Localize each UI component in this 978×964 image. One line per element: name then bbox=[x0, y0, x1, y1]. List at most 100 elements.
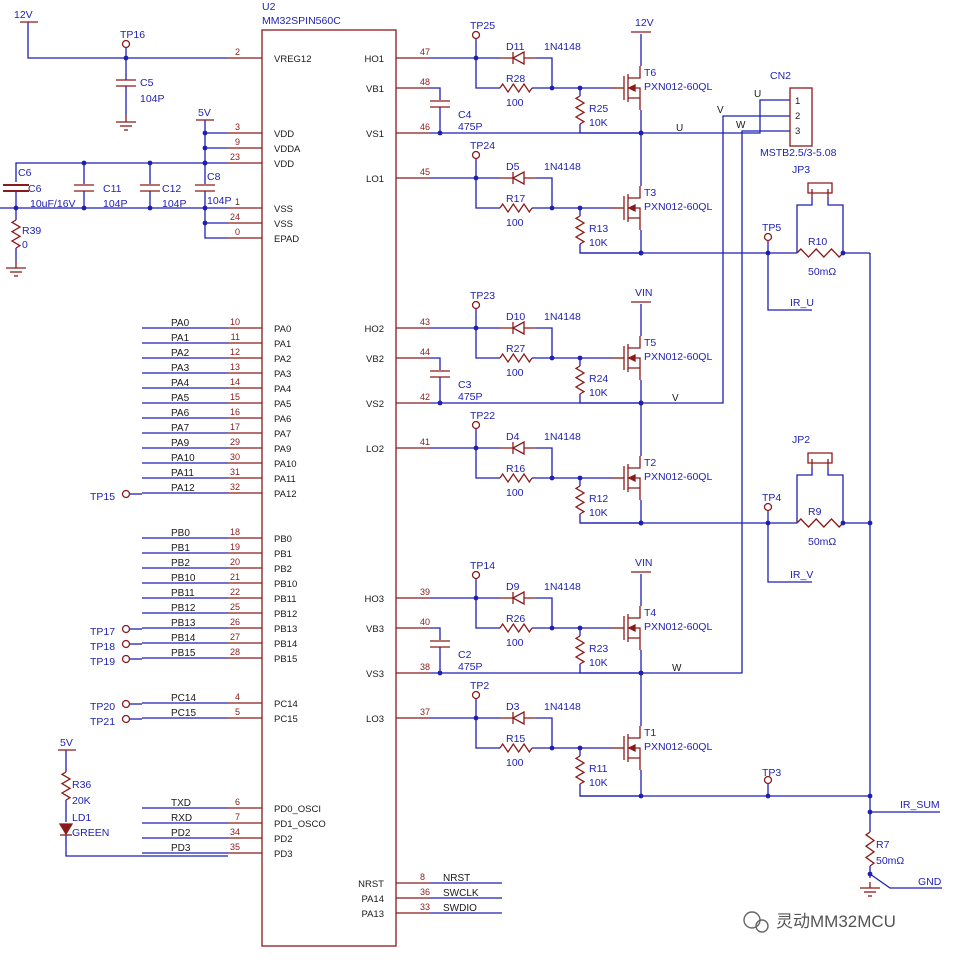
ld1-ref-label: LD1 bbox=[72, 812, 91, 824]
led-5v-label: 5V bbox=[60, 737, 73, 749]
tp15-label: TP15 bbox=[90, 491, 115, 503]
junction-dot bbox=[81, 160, 87, 166]
net-label-pb12: PB12 bbox=[171, 603, 196, 614]
c11-capacitor bbox=[74, 184, 94, 192]
stage-tp-label: TP22 bbox=[470, 410, 495, 422]
components bbox=[3, 21, 880, 947]
stage-diode-ref: D4 bbox=[506, 431, 520, 443]
diode-right-wire bbox=[536, 717, 553, 748]
stage-pulldown-resistor bbox=[574, 215, 586, 245]
stage-tp-label: TP23 bbox=[470, 290, 495, 302]
ic-pin-name: PA3 bbox=[274, 369, 291, 380]
junction-dot bbox=[577, 85, 583, 91]
ic-pin-number: 22 bbox=[230, 587, 240, 597]
junction-dot bbox=[549, 745, 555, 751]
v-phase-jumper-label: JP2 bbox=[792, 434, 810, 446]
stage-mosfet-arrow bbox=[627, 473, 636, 483]
stage-test-point bbox=[471, 420, 481, 430]
ic-pin-number: 27 bbox=[230, 632, 240, 642]
watermark-text: 灵动MM32MCU bbox=[776, 912, 896, 931]
ic-part-label: MM32SPIN560C bbox=[262, 15, 341, 27]
ic-pin-number: 9 bbox=[235, 137, 240, 147]
stage-mosfet-value: PXN012-60QL bbox=[644, 201, 712, 213]
phase-v-label: V bbox=[672, 393, 679, 404]
stage-tp-label: TP25 bbox=[470, 20, 495, 32]
stage-pulldown-resistor-body bbox=[574, 755, 586, 785]
net-label-pd2: PD2 bbox=[171, 828, 191, 839]
bootstrap-wire bbox=[430, 87, 441, 100]
ic-pin-number: 26 bbox=[230, 617, 240, 627]
ic-pin-name: NRST bbox=[358, 879, 384, 890]
stage-mosfet bbox=[612, 726, 641, 770]
junction-dot bbox=[549, 475, 555, 481]
ic-body-u2 bbox=[261, 29, 397, 947]
r7-value-label: 50mΩ bbox=[876, 855, 904, 867]
stage-gate-resistor bbox=[499, 202, 533, 214]
ic-pin-number: 46 bbox=[420, 122, 430, 132]
ic-pin-name: PD1_OSCO bbox=[274, 819, 326, 830]
r36-value-label: 20K bbox=[72, 795, 91, 807]
c11-ref-label: C11 bbox=[103, 183, 122, 195]
tp3-label: TP3 bbox=[762, 767, 781, 779]
res-left-wire bbox=[475, 718, 500, 749]
ic-pin-name: LO3 bbox=[366, 714, 384, 725]
tp19-label: TP19 bbox=[90, 656, 115, 668]
stage-res-ref: R28 bbox=[506, 73, 525, 85]
stage-diode-ref: D11 bbox=[506, 41, 525, 53]
ic-pin-name: PD3 bbox=[274, 849, 292, 860]
ic-pin-number: 3 bbox=[235, 122, 240, 132]
tp20-point bbox=[121, 699, 131, 709]
ic-pin-name: PA10 bbox=[274, 459, 297, 470]
stage-diode bbox=[500, 590, 536, 606]
ic-pin-name: VB2 bbox=[366, 354, 384, 365]
ic-pin-name: HO3 bbox=[364, 594, 384, 605]
ic-pin-number: 34 bbox=[230, 827, 240, 837]
stage-pulldown-ref: R24 bbox=[589, 373, 608, 385]
net-label-rxd: RXD bbox=[171, 813, 192, 824]
junction-dot bbox=[549, 85, 555, 91]
ic-pin-name: PA14 bbox=[361, 894, 384, 905]
ic-pin-name: VSS bbox=[274, 219, 293, 230]
stage-res-ref: R16 bbox=[506, 463, 525, 475]
phase-w-conn-label: W bbox=[736, 120, 746, 131]
r36-resistor bbox=[60, 771, 72, 801]
ic-pin-number: 44 bbox=[420, 347, 430, 357]
ld1-value-label: GREEN bbox=[72, 827, 109, 839]
stage-pulldown-ref: R13 bbox=[589, 223, 608, 235]
ic-pin-name: PA6 bbox=[274, 414, 291, 425]
net-label-pa5: PA5 bbox=[171, 393, 190, 404]
stage-pulldown-resistor-body bbox=[574, 215, 586, 245]
stage-gate-resistor-body bbox=[499, 742, 533, 754]
ic-pin-name: PB14 bbox=[274, 639, 297, 650]
ic-pin-name: LO1 bbox=[366, 174, 384, 185]
stage-pulldown-ref: R25 bbox=[589, 103, 608, 115]
junction-dot bbox=[840, 250, 846, 256]
net-label-pa9: PA9 bbox=[171, 438, 190, 449]
phase-w-wire bbox=[641, 130, 790, 674]
ic-pin-number: 20 bbox=[230, 557, 240, 567]
phase-u-conn-label: U bbox=[754, 89, 761, 100]
res-left-wire bbox=[475, 448, 500, 479]
ic-pin-number: 38 bbox=[420, 662, 430, 672]
ic-pin-number: 10 bbox=[230, 317, 240, 327]
stage-diode-ref: D3 bbox=[506, 701, 520, 713]
u-phase-jumper-label: JP3 bbox=[792, 164, 810, 176]
ic-pin-number: 6 bbox=[235, 797, 240, 807]
net-label-swclk: SWCLK bbox=[443, 888, 479, 899]
ic-pin-number: 8 bbox=[420, 872, 425, 882]
c5-value-label: 104P bbox=[140, 93, 165, 105]
diode-right-wire bbox=[536, 447, 553, 478]
ic-pin-name: PA1 bbox=[274, 339, 291, 350]
power-12v-label: 12V bbox=[14, 9, 33, 21]
junction-dot bbox=[473, 325, 479, 331]
stage-diode bbox=[500, 50, 536, 66]
supply-label: VIN bbox=[635, 287, 653, 299]
tp16-label: TP16 bbox=[120, 29, 145, 41]
net-label-pd3: PD3 bbox=[171, 843, 191, 854]
stage-mosfet-arrow bbox=[627, 83, 636, 93]
u-phase-sense-wire bbox=[767, 253, 812, 311]
stage-gate-resistor-body bbox=[499, 472, 533, 484]
junction-dot bbox=[202, 160, 208, 166]
ic-pin-number: 25 bbox=[230, 602, 240, 612]
